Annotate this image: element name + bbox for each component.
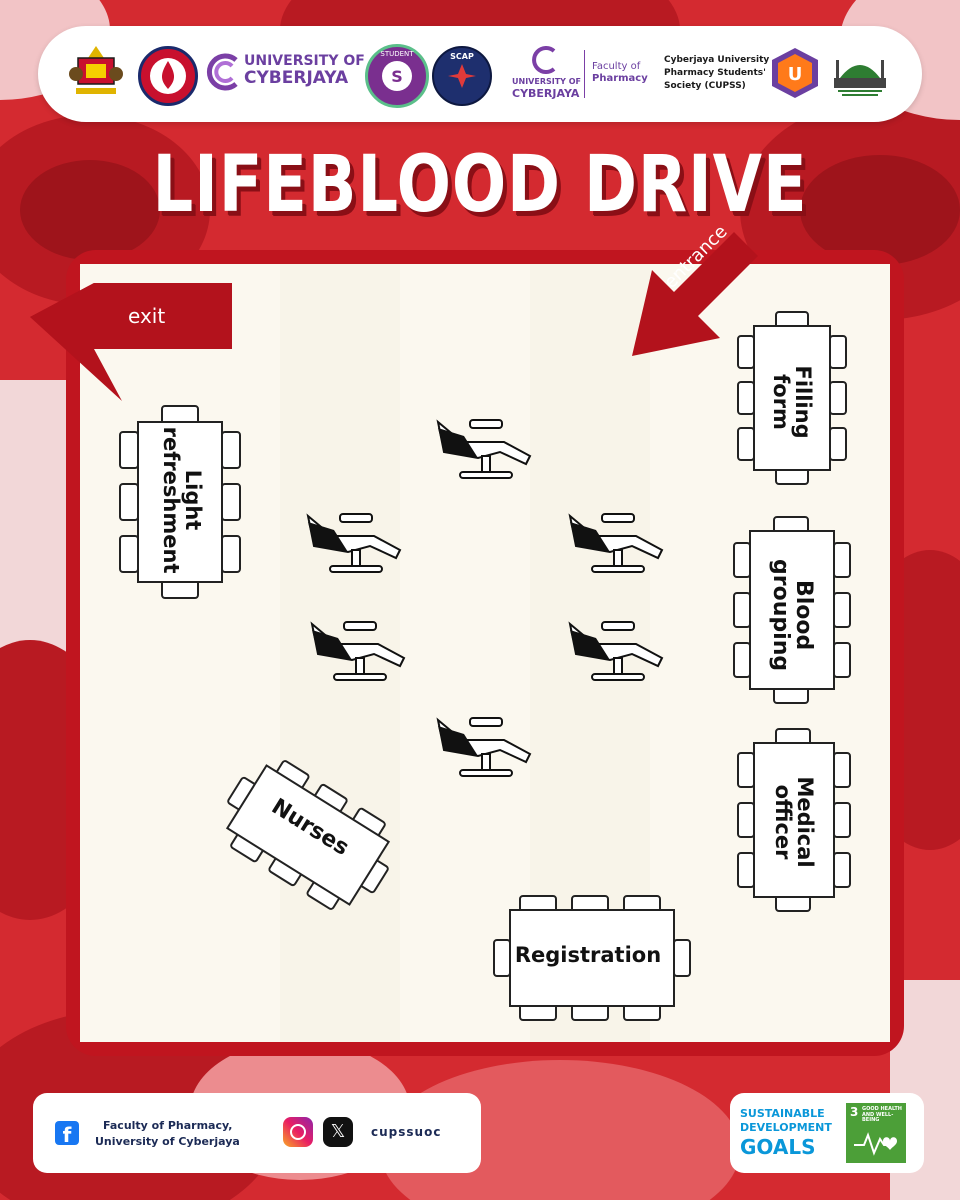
nurses-table [225,760,391,910]
svg-text:S: S [391,67,403,86]
exit-label: exit [128,304,166,328]
sdg-badge: SUSTAINABLE DEVELOPMENT GOALS 3 GOOD HEA… [730,1093,924,1173]
mosque-logo [834,60,886,96]
scap-logo: SCAP [432,46,492,106]
x-twitter-icon[interactable]: 𝕏 [323,1117,353,1147]
filling-form-label: Filling form [769,365,816,439]
donor-chair [569,513,663,573]
pusat-darah-negara-logo [138,46,198,106]
student-council-text: STUDENT [380,50,414,58]
social-handle[interactable]: cupssuoc [371,1125,442,1139]
footer-social-bar: f Faculty of Pharmacy, University of Cyb… [33,1093,481,1173]
faculty-divider [584,50,585,98]
ministry-crest-logo [69,46,123,94]
uoc-small-line1: UNIVERSITY OF [512,77,582,86]
registration-table [493,895,691,1021]
medical-officer-label: Medical officer [771,776,818,868]
faculty-line1: Faculty of [592,61,641,72]
sdg-line1: SUSTAINABLE [740,1107,825,1120]
blood-grouping-label: Blood grouping [768,559,817,672]
facebook-line1: Faculty of Pharmacy, [103,1119,233,1132]
uoc-logo-line1: UNIVERSITY OF [244,53,365,69]
light-refreshment-label: Light refreshment [159,426,206,574]
svg-text:U: U [788,64,803,85]
donor-chair [307,513,401,573]
uoc-logo-line2: CYBERJAYA [244,68,349,88]
exit-arrow [30,283,232,401]
page-title: LIFEBLOOD DRIVE [152,140,808,230]
entrance-arrow [632,232,758,356]
uoc-small-line2: CYBERJAYA [512,87,580,100]
donor-chairs-group [307,419,663,777]
facebook-line2: University of Cyberjaya [95,1135,240,1148]
society-line3: Society (CUPSS) [664,81,746,91]
society-line1: Cyberjaya University [664,55,770,65]
sdg3-number: 3 [850,1105,859,1119]
registration-label: Registration [514,943,662,967]
donor-chair [311,621,405,681]
faculty-line2: Pharmacy [592,73,648,84]
uoc-small-c-icon [532,46,556,74]
header-logo-bar: UNIVERSITY OF CYBERJAYA STUDENT S SCAP U… [38,26,922,122]
sdg3-tile: 3 GOOD HEALTH AND WELL-BEING [846,1103,906,1163]
medical-officer-table [737,728,851,912]
donor-chair [437,717,531,777]
donor-chair [437,419,531,479]
donor-chair [569,621,663,681]
sdg3-label: GOOD HEALTH AND WELL-BEING [862,1106,902,1123]
blood-grouping-table [733,516,851,704]
student-council-logo: STUDENT S [365,44,429,108]
instagram-icon[interactable] [283,1117,313,1147]
sdg-line2: DEVELOPMENT [740,1121,832,1134]
light-refreshment-table [119,405,241,599]
heartbeat-icon [854,1132,897,1156]
cupss-logo: U [772,48,818,98]
filling-form-table [737,311,847,485]
facebook-icon[interactable]: f [55,1121,79,1147]
sdg-line3: GOALS [740,1135,816,1159]
uoc-c-icon [206,53,238,91]
society-line2: Pharmacy Students' [664,68,766,78]
scap-text: SCAP [450,52,474,61]
